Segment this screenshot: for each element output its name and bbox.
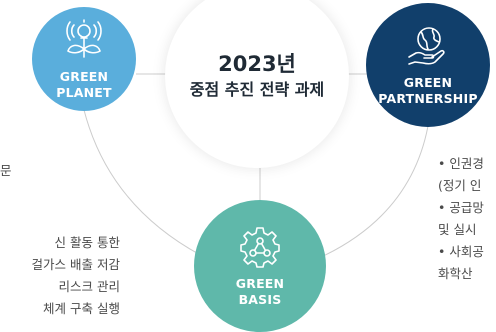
green-partnership-label-line1: GREEN <box>403 75 453 90</box>
green-partnership-label-line2: PARTNERSHIP <box>378 91 478 106</box>
center-title-circle: 2023년 중점 추진 전략 과제 <box>165 0 349 168</box>
left-list-item: 신 활동 통한 <box>54 235 120 250</box>
right-bullet-list: • 인권경 (정기 인 • 공급망 및 실시 • 사회공 화학산 <box>438 153 484 285</box>
gear-network-icon <box>240 227 280 268</box>
green-planet-label-line2: PLANET <box>56 85 112 100</box>
right-list-item: • 사회공 <box>438 244 484 259</box>
green-basis-circle: GREEN BASIS <box>194 200 326 332</box>
left-bullet-list: 신 활동 통한 걸가스 배출 저감 리스크 관리 체계 구축 실행 <box>0 232 120 320</box>
lightbulb-plant-icon <box>66 19 102 58</box>
right-list-item: • 인권경 <box>438 156 484 171</box>
green-planet-label-line1: GREEN <box>59 69 109 84</box>
connector-arc-left <box>83 109 211 261</box>
left-list-item: 걸가스 배출 저감 <box>31 257 120 272</box>
left-text-fragment: 문 <box>0 163 12 178</box>
center-title: 중점 추진 전략 과제 <box>189 80 325 99</box>
right-list-item: 및 실시 <box>438 222 477 237</box>
right-list-item: (정기 인 <box>438 178 482 193</box>
connector-arc-right <box>309 125 429 263</box>
green-partnership-circle: GREEN PARTNERSHIP <box>366 3 490 127</box>
left-list-item: 체계 구축 실행 <box>43 301 120 316</box>
green-basis-label-line2: BASIS <box>238 292 282 307</box>
center-year: 2023년 <box>218 52 296 76</box>
globe-hand-icon <box>408 27 445 65</box>
right-list-item: • 공급망 <box>438 200 484 215</box>
green-planet-circle: GREEN PLANET <box>32 7 136 111</box>
right-list-item: 화학산 <box>438 266 473 281</box>
green-basis-label-line1: GREEN <box>235 276 285 291</box>
left-list-item: 리스크 관리 <box>58 279 120 294</box>
